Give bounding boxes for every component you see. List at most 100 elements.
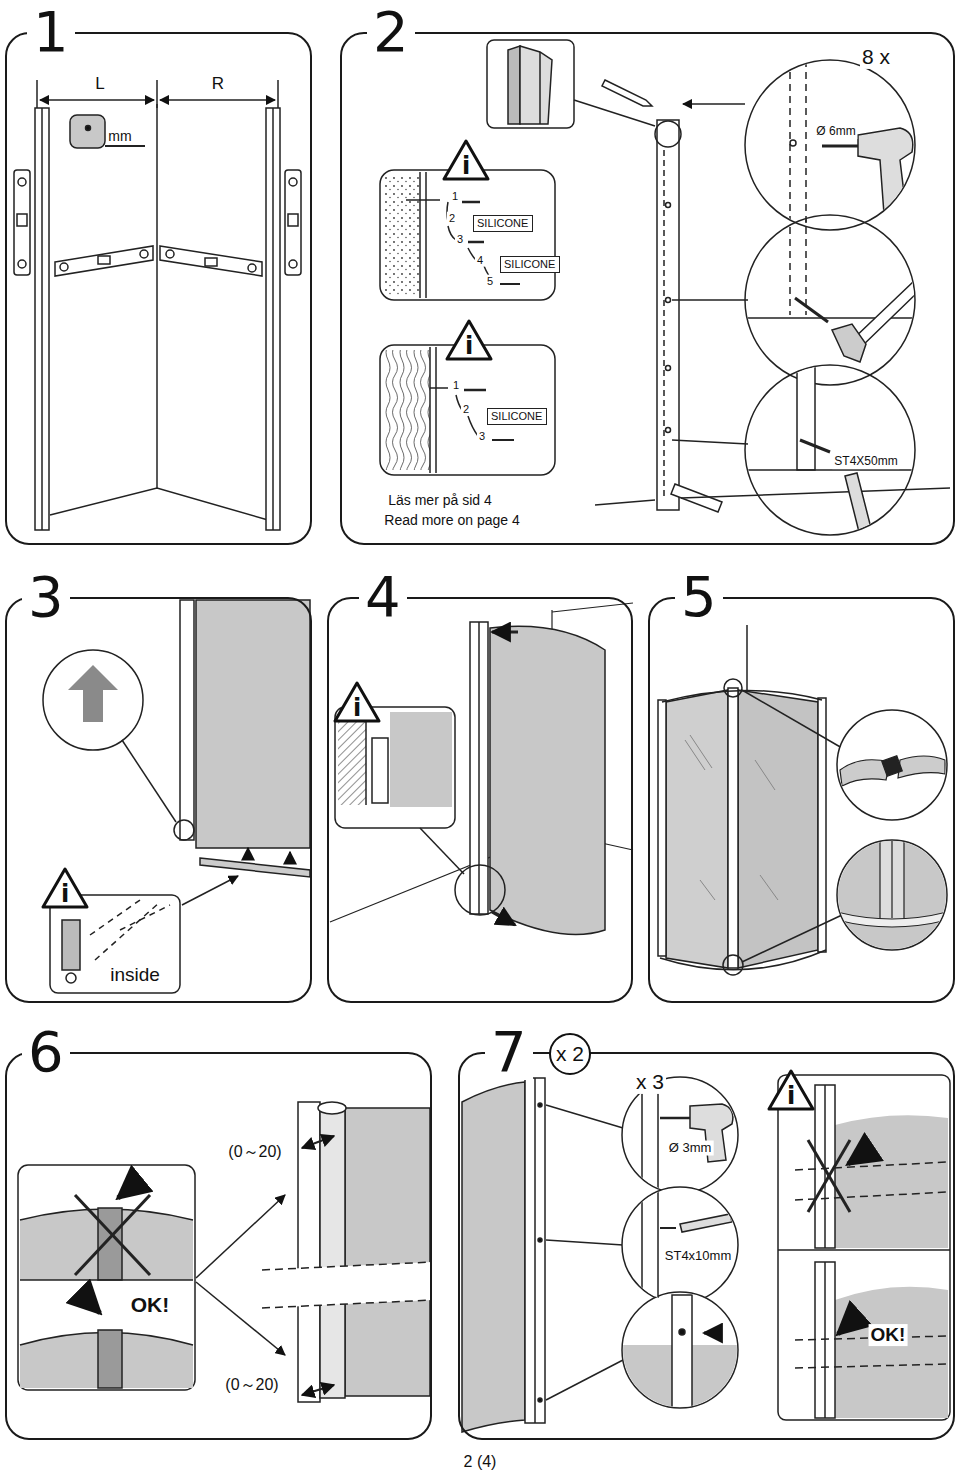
door-panel <box>455 865 505 915</box>
profile-preview <box>487 40 574 128</box>
plug-detail <box>745 215 922 362</box>
bottom-seal <box>880 840 904 920</box>
profile-fixing <box>525 1078 545 1423</box>
step-number: 5 <box>675 569 723 625</box>
screw-detail <box>800 440 830 452</box>
profile-preview <box>487 40 574 128</box>
node-text: SILICONE <box>474 216 531 231</box>
door-hinge <box>320 1106 345 1398</box>
spirit-level <box>14 170 301 276</box>
info-triangle: i <box>332 680 382 724</box>
callout-label: OK! <box>129 1293 172 1317</box>
door-panel <box>372 738 388 803</box>
info-inset <box>468 241 484 244</box>
wall-corner <box>552 603 633 612</box>
callout-label: ST4X50mm <box>832 455 899 469</box>
enclosure <box>837 710 947 820</box>
callout-label: Ø 3mm <box>667 1141 714 1156</box>
profile-fixing <box>622 1187 738 1303</box>
check-inset <box>778 1249 950 1251</box>
profile-fixing <box>462 1082 525 1432</box>
node-text: x 2 <box>556 1042 584 1066</box>
callout-label: Läs mer på sid 4 <box>386 492 494 508</box>
alignment-inset <box>80 1293 100 1313</box>
door-bottom <box>68 665 118 722</box>
wall-profile <box>266 108 280 530</box>
alignment-inset <box>98 1208 122 1280</box>
screw-detail <box>660 1227 676 1229</box>
door-hinge <box>262 1262 432 1270</box>
info-inset <box>419 172 421 298</box>
step-number: 6 <box>22 1024 70 1080</box>
door-panel <box>365 710 367 805</box>
callout-label: 2 <box>461 403 471 416</box>
step-number: 3 <box>22 569 70 625</box>
door-bottom <box>200 858 310 877</box>
alignment-inset <box>196 1195 285 1278</box>
spirit-level <box>160 246 262 276</box>
alignment-inset <box>18 1165 195 1390</box>
drill-detail <box>858 128 913 214</box>
enclosure <box>658 625 947 975</box>
callout-label: mm <box>106 128 133 144</box>
step-panel: 4i <box>327 597 633 1003</box>
drill-detail <box>642 1080 733 1200</box>
enclosure <box>700 880 715 900</box>
door-panel <box>492 912 515 925</box>
enclosure <box>724 679 742 697</box>
label-box: SILICONE <box>473 215 533 232</box>
info-inset <box>385 175 420 295</box>
info-inset <box>462 201 480 204</box>
room-corner <box>40 99 154 101</box>
screw-detail <box>680 1214 732 1232</box>
door-panel <box>492 631 518 634</box>
step-number: 7 <box>485 1024 533 1080</box>
wall-rail <box>655 121 681 147</box>
callout-label: inside <box>108 964 162 986</box>
drill-detail <box>805 60 807 230</box>
info-inset <box>380 345 555 475</box>
spirit-level <box>18 178 26 186</box>
info-inset <box>464 389 486 392</box>
alignment-inset <box>20 1209 193 1280</box>
measure-icon <box>70 115 105 148</box>
magnet-seal <box>882 756 903 777</box>
alignment-inset <box>20 1279 193 1281</box>
plug-detail <box>805 215 807 315</box>
spirit-level <box>140 250 148 258</box>
check-inset <box>795 1162 948 1170</box>
spirit-level <box>14 170 30 275</box>
spirit-level <box>98 256 110 264</box>
spirit-level <box>60 263 68 271</box>
wall-rail <box>666 298 671 303</box>
alignment-inset <box>118 1180 140 1198</box>
spirit-level <box>17 214 27 226</box>
info-inset <box>500 283 520 285</box>
callout-label: (0～20) <box>223 1376 280 1394</box>
wall-rail <box>657 120 679 510</box>
enclosure <box>728 688 738 968</box>
info-inset <box>380 170 555 300</box>
enclosure <box>742 690 842 748</box>
bottom-seal <box>837 840 947 950</box>
door-bottom <box>62 920 80 970</box>
callout-label: R <box>210 74 226 94</box>
check-inset <box>835 1287 948 1418</box>
enclosure <box>658 700 666 956</box>
measure-icon <box>86 126 91 131</box>
check-inset <box>824 1262 826 1418</box>
wall-rail <box>683 103 745 105</box>
enclosure <box>685 740 705 770</box>
door-hinge <box>262 1300 432 1308</box>
screw-detail <box>745 365 915 536</box>
callout-label: 8 x <box>860 45 892 69</box>
wall-rail <box>595 500 655 505</box>
room-corner <box>36 80 38 108</box>
info-triangle: i <box>766 1068 816 1112</box>
callout-label: x 3 <box>634 1070 666 1094</box>
check-inset <box>838 1316 858 1334</box>
enclosure <box>755 760 775 790</box>
screw-detail <box>797 365 815 470</box>
node-text: i <box>444 333 494 359</box>
